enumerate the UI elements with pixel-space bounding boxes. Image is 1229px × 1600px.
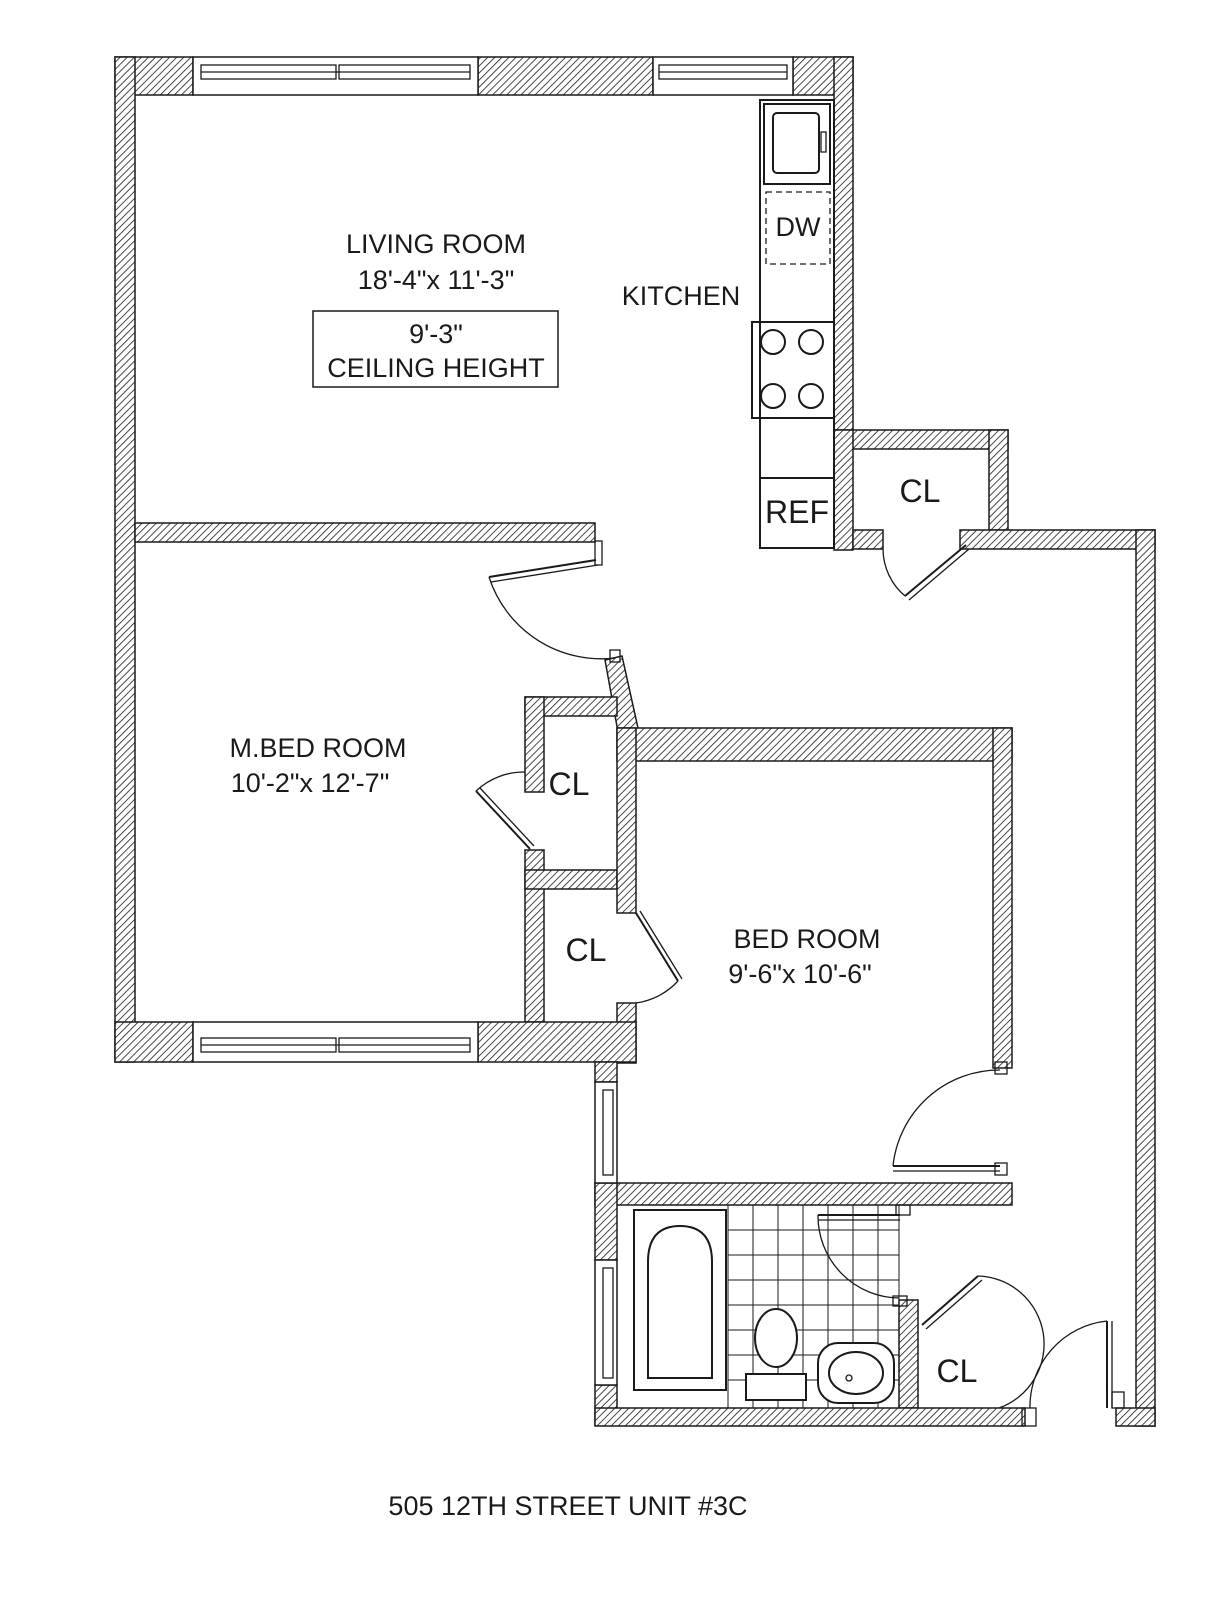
bathroom [633,1204,900,1409]
entry-closet-label: CL [900,473,941,509]
door-entry-closet [882,544,970,601]
doors [475,540,1125,1427]
window-top-left [192,56,479,96]
window-top-right [652,56,794,96]
bedroom-size: 9'-6"x 10'-6" [728,959,872,989]
window-side-lower [594,1259,618,1386]
door-bedroom [892,1061,1008,1176]
labels: LIVING ROOM 18'-4"x 11'-3" 9'-3" CEILING… [229,212,977,1521]
kitchen-name: KITCHEN [622,281,741,311]
bathroom-sink-icon [817,1342,895,1404]
ceiling-height-value: 9'-3" [409,319,463,349]
door-master-closet [475,771,535,850]
refrigerator-label: REF [765,494,829,530]
door-front-entry [1021,1320,1125,1427]
living-room-name: LIVING ROOM [346,229,526,259]
kitchen-fixtures [751,99,835,549]
refrigerator-icon [759,477,835,549]
ceiling-height-label: CEILING HEIGHT [327,353,545,383]
window-bottom-left [192,1021,479,1063]
window-side-upper [594,1081,618,1184]
door-bathroom [817,1204,911,1307]
bathtub-icon [633,1209,727,1391]
walls [114,56,1156,1427]
bedroom-closet-label: CL [566,932,607,968]
ceiling-height-box [312,310,559,388]
door-hall-closet [921,1275,1045,1409]
hall-closet-label: CL [937,1353,978,1389]
master-bedroom-name: M.BED ROOM [229,733,406,763]
stove-icon [751,321,835,419]
master-closet-label: CL [549,766,590,802]
master-bedroom-size: 10'-2"x 12'-7" [231,768,390,798]
bedroom-name: BED ROOM [733,924,880,954]
dishwasher-icon [765,191,831,265]
dishwasher-label: DW [776,212,821,242]
door-bedroom-closet [635,910,683,1004]
windows [192,56,794,1386]
sink-icon [763,103,831,185]
address-caption: 505 12TH STREET UNIT #3C [388,1491,747,1521]
toilet-icon [745,1308,807,1401]
door-master-bedroom [488,540,621,663]
living-room-size: 18'-4"x 11'-3" [358,265,515,295]
